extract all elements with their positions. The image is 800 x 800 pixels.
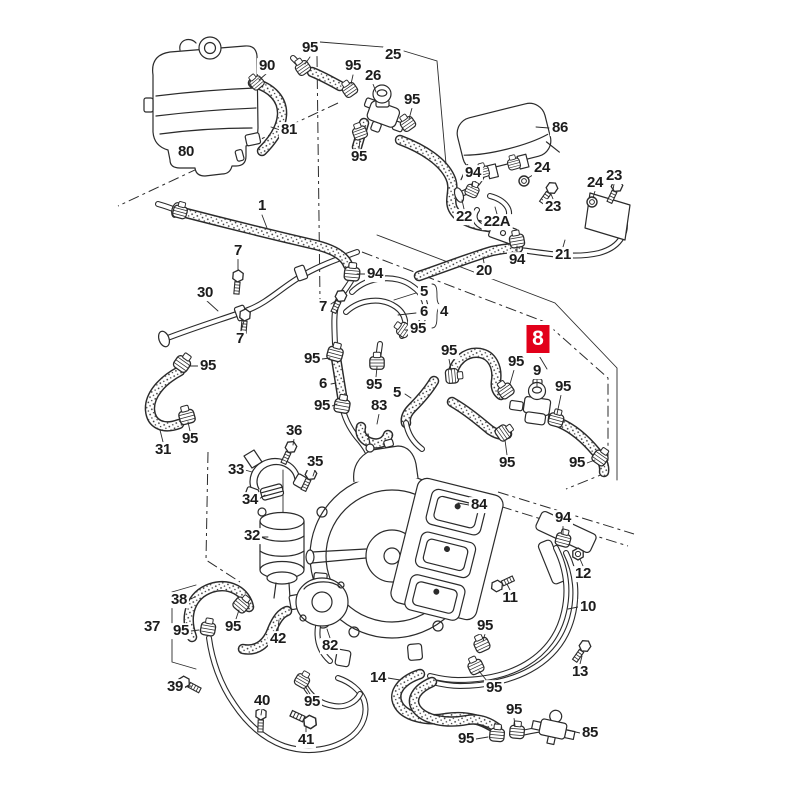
drive-housing-84 [305, 433, 504, 668]
section-lines [117, 41, 635, 583]
hose-31 [150, 371, 180, 426]
leader-lines [159, 56, 615, 740]
hose-42 [243, 611, 287, 650]
thermostat-82 [288, 572, 349, 661]
highlighted-part-badge[interactable]: 8 [526, 325, 550, 353]
pipe-30 [157, 252, 357, 348]
hose-20 [419, 248, 518, 276]
heat-exchanger-86 [456, 102, 560, 181]
valve-85 [531, 709, 576, 746]
expansion-tank-80 [143, 36, 262, 177]
rubber-mount-34 [259, 483, 285, 501]
pipe-22 [453, 171, 518, 246]
valve-assembly-8-9 [452, 353, 604, 472]
water-pump-32 [257, 507, 305, 599]
pump-bracket-33 [243, 449, 308, 515]
pipe-21 [520, 192, 631, 256]
